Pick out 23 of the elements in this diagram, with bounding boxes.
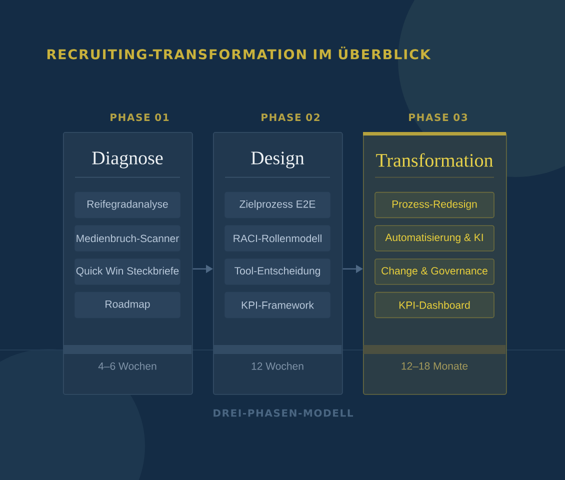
phase-label: PHASE 03	[409, 114, 468, 122]
task-box: RACI-Rollenmodell	[224, 225, 330, 252]
duration-label: 4–6 Wochen	[98, 362, 156, 370]
task-box: Change & Governance	[374, 258, 494, 285]
phase-title: Diagnose	[92, 152, 163, 168]
heading: RECRUITING-TRANSFORMATION IM ÜBERBLICK	[47, 46, 431, 60]
task-box: Quick Win Steckbriefe	[74, 258, 180, 285]
phase-title: Design	[251, 152, 304, 168]
task-box: Prozess-Redesign	[374, 192, 494, 218]
task-box: Zielprozess E2E	[224, 192, 330, 218]
task-box: KPI-Dashboard	[374, 292, 494, 318]
task-box: Tool-Entscheidung	[224, 258, 330, 285]
task-box: Automatisierung & KI	[374, 225, 494, 252]
task-box: Reifegradanalyse	[74, 192, 180, 218]
task-box: KPI-Framework	[224, 292, 330, 318]
phase-label: PHASE 01	[110, 114, 169, 122]
phase-title: Transformation	[376, 153, 493, 167]
task-box: Roadmap	[74, 292, 180, 318]
phase-label: PHASE 02	[262, 114, 320, 122]
duration-label: 12–18 Monate	[402, 362, 468, 370]
task-box: Medienbruch-Scanner	[74, 225, 180, 252]
duration-label: 12 Wochen	[252, 362, 304, 370]
caption: DREI-PHASEN-MODELL	[214, 409, 354, 417]
